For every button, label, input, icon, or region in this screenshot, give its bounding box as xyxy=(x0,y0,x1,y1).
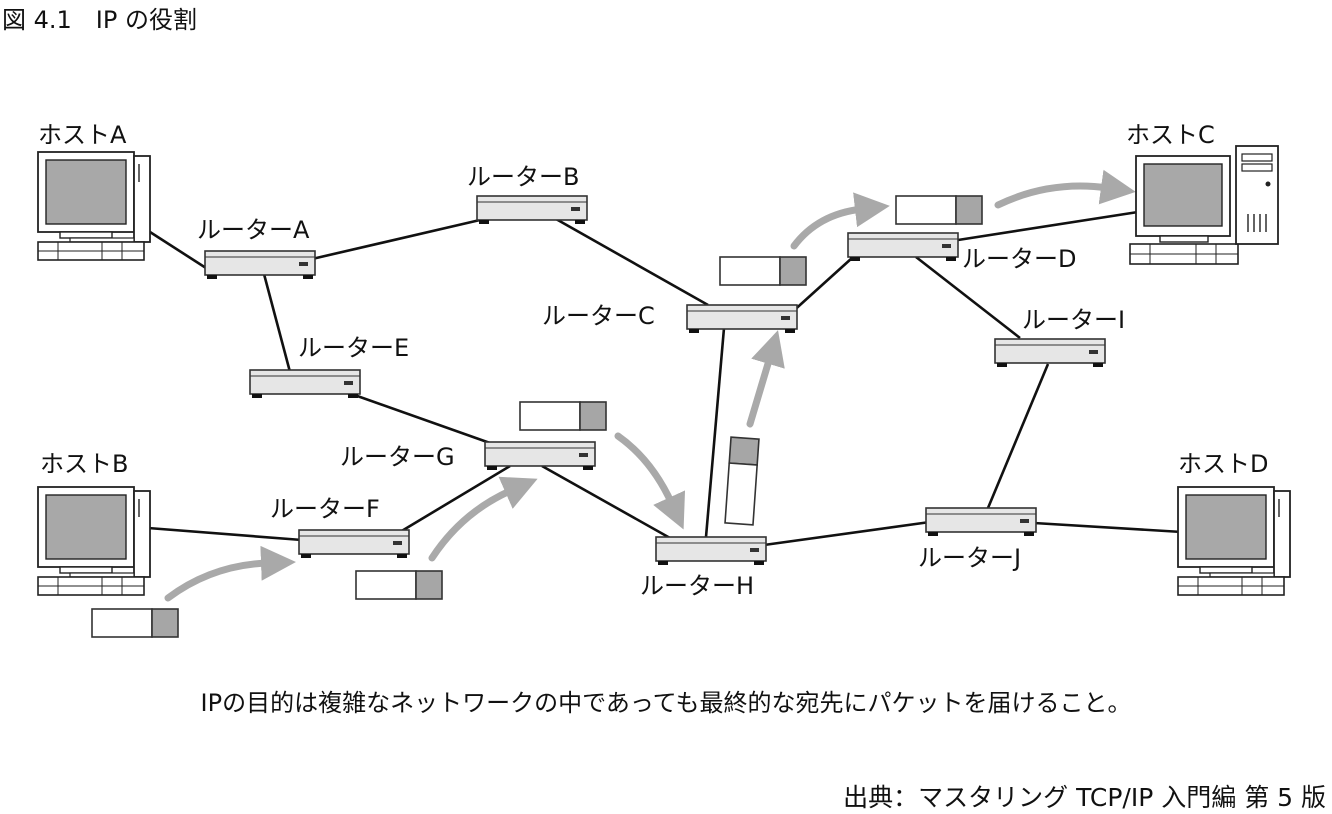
router-f xyxy=(298,529,410,558)
host-a-label: ホストA xyxy=(38,121,127,149)
link-hostB-routerF xyxy=(147,526,303,542)
link-routerD-routerI xyxy=(915,255,1021,340)
router-b-label: ルーターB xyxy=(467,163,579,191)
flow-arrow-routerG-to-routerH xyxy=(614,432,686,530)
router-icon xyxy=(476,195,588,224)
router-icon xyxy=(484,441,596,470)
host-b xyxy=(37,486,151,596)
router-icon xyxy=(298,529,410,558)
packet-3 xyxy=(519,401,607,431)
link-routerD-hostC xyxy=(957,210,1139,242)
packets xyxy=(91,195,983,638)
host-b-label: ホストB xyxy=(40,450,128,478)
hosts xyxy=(37,145,1291,596)
router-c-label: ルーターC xyxy=(542,302,655,330)
link-routerB-routerC xyxy=(555,217,709,307)
host-a xyxy=(37,151,151,261)
routers xyxy=(204,195,1106,565)
host-d-label: ホストD xyxy=(1178,450,1268,478)
router-icon xyxy=(249,369,361,398)
link-routerG-routerH xyxy=(541,464,671,540)
link-routerA-routerE xyxy=(262,273,292,373)
link-routerA-routerB xyxy=(311,218,481,261)
figure-title: 図 4.1 IP の役割 xyxy=(2,6,197,34)
flow-arrow-routerF-to-routerG xyxy=(428,476,538,562)
link-routerC-routerD xyxy=(789,257,853,315)
link-routerJ-hostD xyxy=(1033,521,1183,534)
router-icon xyxy=(655,536,767,565)
flow-arrow-routerD-to-hostC xyxy=(994,169,1136,209)
router-b xyxy=(476,195,588,224)
packet-flow-arrows xyxy=(164,169,1136,602)
flow-arrow-routerH-to-routerC xyxy=(746,330,785,428)
router-j xyxy=(925,507,1037,536)
router-g xyxy=(484,441,596,470)
packet-5 xyxy=(719,256,807,286)
packet-1 xyxy=(91,608,179,638)
router-i-label: ルーターI xyxy=(1022,306,1125,334)
router-icon xyxy=(847,232,959,261)
router-f-label: ルーターF xyxy=(270,495,380,523)
router-h xyxy=(655,536,767,565)
computer-icon xyxy=(1129,145,1279,265)
router-d-label: ルーターD xyxy=(962,245,1076,273)
link-routerH-routerJ xyxy=(763,520,931,547)
router-icon xyxy=(204,250,316,279)
host-c-label: ホストC xyxy=(1126,121,1215,149)
router-i xyxy=(994,338,1106,367)
router-c xyxy=(686,304,798,333)
packet-6 xyxy=(895,195,983,225)
packet-4 xyxy=(724,436,760,526)
flow-arrow-routerC-to-routerD xyxy=(790,192,890,250)
computer-icon xyxy=(1177,486,1291,596)
figure-caption: IPの目的は複雑なネットワークの中であっても最終的な宛先にパケットを届けること。 xyxy=(200,689,1132,717)
router-icon xyxy=(925,507,1037,536)
router-j-label: ルーターJ xyxy=(918,544,1021,572)
network-links xyxy=(147,210,1183,547)
router-a-label: ルーターA xyxy=(197,216,310,244)
link-routerC-routerH xyxy=(704,327,726,538)
link-routerE-routerG xyxy=(345,390,491,445)
link-hostA-routerA xyxy=(149,230,207,270)
computer-icon xyxy=(37,486,151,596)
router-d xyxy=(847,232,959,261)
computer-icon xyxy=(37,151,151,261)
router-icon xyxy=(994,338,1106,367)
host-d xyxy=(1177,486,1291,596)
link-routerG-routerF xyxy=(399,464,511,534)
router-h-label: ルーターH xyxy=(640,572,754,600)
link-routerI-routerJ xyxy=(986,363,1050,509)
packet-2 xyxy=(355,570,443,600)
router-e-label: ルーターE xyxy=(298,334,409,362)
host-c xyxy=(1129,145,1279,265)
source-credit: 出典：マスタリング TCP/IP 入門編 第 5 版 xyxy=(843,783,1326,812)
flow-arrow-hostB-to-routerF xyxy=(164,545,296,602)
router-e xyxy=(249,369,361,398)
node-labels: ホストA ホストB ホストC ホストD ルーターA ルーターB ルーターC ルー… xyxy=(38,121,1268,600)
router-icon xyxy=(686,304,798,333)
router-g-label: ルーターG xyxy=(340,443,455,471)
router-a xyxy=(204,250,316,279)
